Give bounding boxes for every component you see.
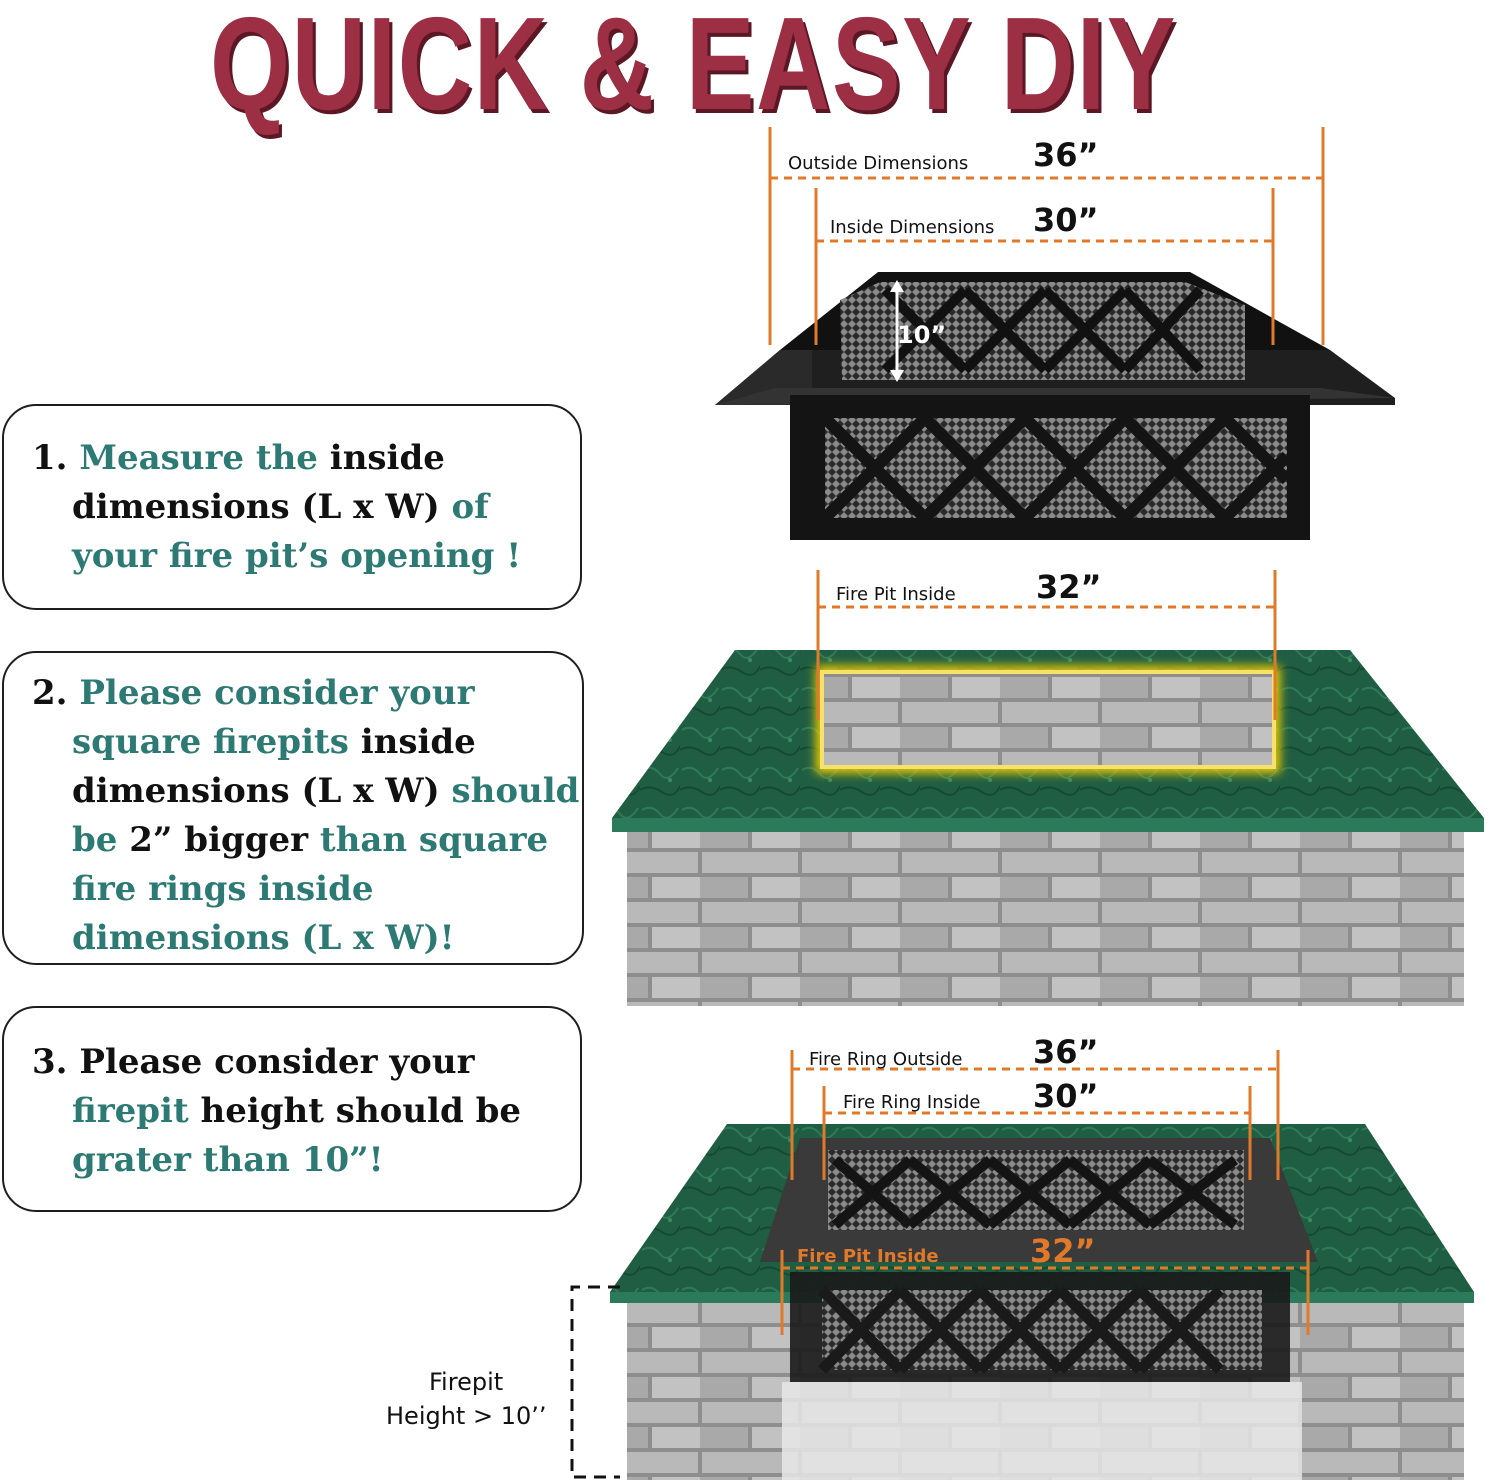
step-line: your fire pit’s opening ! <box>32 532 580 581</box>
step-text-segment: 2” bigger <box>129 820 320 860</box>
step-text-segment: fire rings inside <box>72 869 374 909</box>
ring-height-label: 10” <box>897 321 946 349</box>
installed-pit-value: 32” <box>1030 1232 1096 1270</box>
firepit-bottom <box>610 1124 1474 1480</box>
firepit-middle <box>612 650 1484 1006</box>
step-number: 1. <box>32 438 80 478</box>
height-bracket <box>570 1285 620 1479</box>
outside-dimensions-value: 36” <box>1033 136 1099 174</box>
height-label-line-2: Height > 10’’ <box>386 1402 547 1430</box>
step-text-segment: than square <box>319 820 549 860</box>
ring-outside-label: Fire Ring Outside <box>809 1049 962 1070</box>
step-number: 2. <box>32 673 80 713</box>
ring-inside-label: Fire Ring Inside <box>843 1092 981 1113</box>
pit-inside-value: 32” <box>1036 568 1102 606</box>
top-dimensions <box>768 127 1325 345</box>
step-line: 3. Please consider your <box>32 1038 580 1087</box>
step-text-segment: Measure the <box>79 438 330 478</box>
step-text-segment: inside <box>360 722 476 762</box>
step-text-segment: Please consider your <box>79 673 475 713</box>
step-text-segment: firepit <box>72 1091 201 1131</box>
step-line: 2. Please consider your <box>32 669 582 718</box>
step-line: dimensions (L x W) should <box>32 767 582 816</box>
inside-dimensions-label: Inside Dimensions <box>830 217 994 238</box>
step-text-segment: your fire pit’s opening ! <box>72 536 522 576</box>
step-text-segment: dimensions (L x W) <box>72 487 452 527</box>
step-text-segment: should <box>451 771 580 811</box>
ring-inside-value: 30” <box>1033 1077 1099 1115</box>
step-line: dimensions (L x W) of <box>32 483 580 532</box>
step-line: square firepits inside <box>32 718 582 767</box>
step-line: dimensions (L x W)! <box>32 914 582 963</box>
step-text-segment: be <box>72 820 130 860</box>
step-line: 1. Measure the inside <box>32 434 580 483</box>
step-text-segment: grater than 10”! <box>72 1140 384 1180</box>
height-label-line-1: Firepit <box>429 1368 503 1396</box>
step-number: 3. <box>32 1042 80 1082</box>
inside-dimensions-value: 30” <box>1033 201 1099 239</box>
step-text-segment: height should be <box>200 1091 522 1131</box>
step-text-segment: dimensions (L x W)! <box>72 918 455 958</box>
step-line: be 2” bigger than square <box>32 816 582 865</box>
pit-inside-label: Fire Pit Inside <box>836 584 956 605</box>
step-text-segment: inside <box>329 438 445 478</box>
step-text-segment: Please consider your <box>79 1042 475 1082</box>
step-text-segment: square firepits <box>72 722 361 762</box>
step-line: firepit height should be <box>32 1087 580 1136</box>
step-text-segment: dimensions (L x W) <box>72 771 452 811</box>
outside-dimensions-label: Outside Dimensions <box>788 153 968 174</box>
step-line: fire rings inside <box>32 865 582 914</box>
fire-ring-top: 10” <box>715 272 1395 540</box>
ring-outside-value: 36” <box>1033 1033 1099 1071</box>
bottom-dimensions <box>780 1050 1310 1335</box>
step-line: grater than 10”! <box>32 1136 580 1185</box>
middle-dimensions <box>816 570 1277 720</box>
installed-pit-label: Fire Pit Inside <box>797 1246 939 1267</box>
step-text-segment: of <box>451 487 489 527</box>
